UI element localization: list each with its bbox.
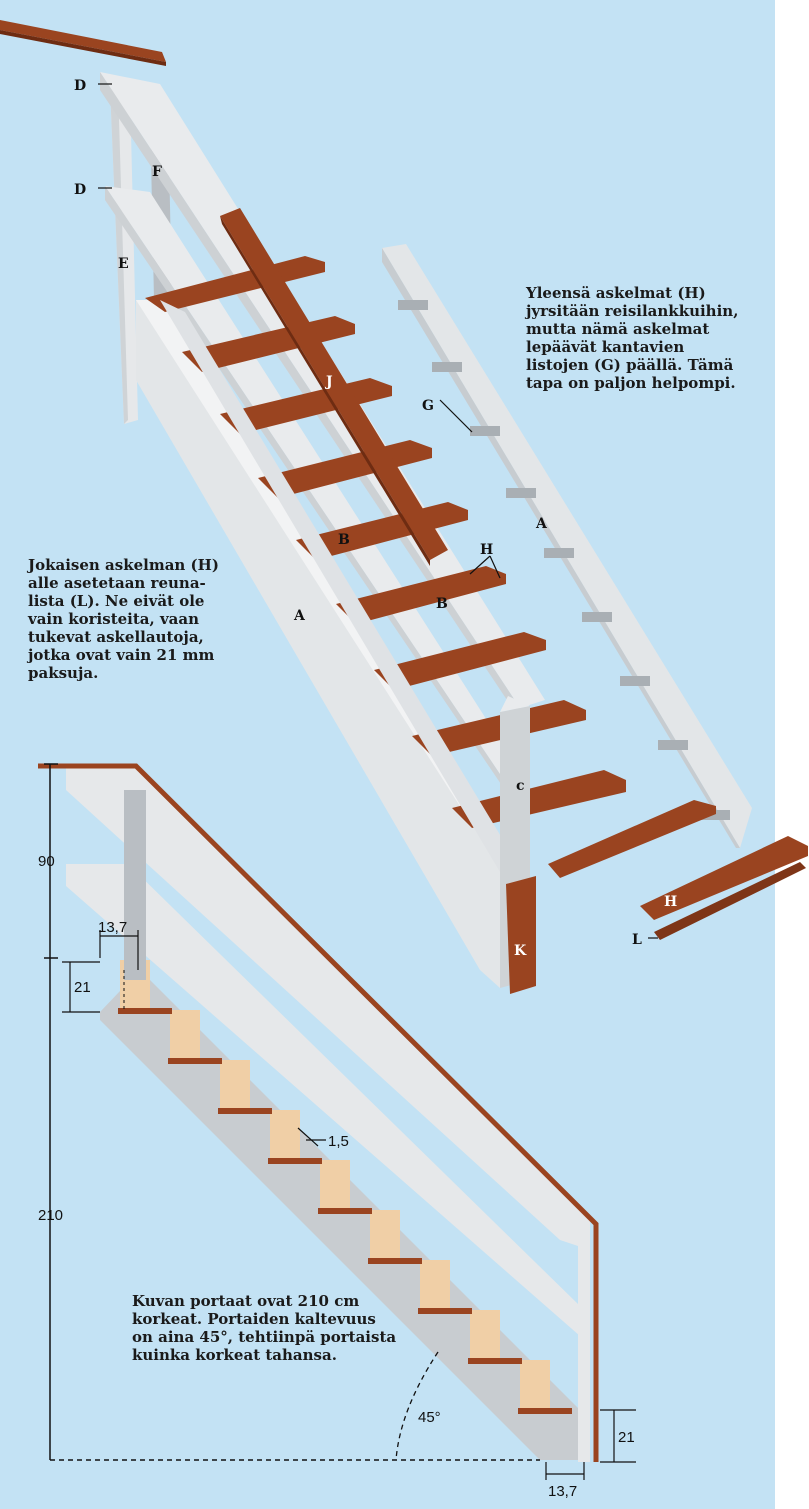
side-steps-fill: [120, 960, 550, 1410]
label-j: J: [324, 374, 333, 390]
label-h-top: H: [480, 542, 493, 558]
edge-strip-l: [654, 862, 806, 940]
stringer-a-front-edge: [136, 300, 520, 900]
side-middle-rail: [66, 864, 580, 1336]
label-c: c: [516, 778, 525, 794]
label-a-front: A: [293, 608, 306, 624]
note-left: Jokaisen askelman (H) alle asetetaan reu…: [28, 556, 219, 682]
angle-arc: [395, 1351, 439, 1461]
dim-total-height: 210: [38, 1207, 63, 1224]
stringer-a-exploded: [382, 244, 752, 848]
tread: [145, 256, 325, 312]
loose-tread: [548, 800, 716, 878]
post-k: [506, 876, 536, 994]
dim-riser-top: 21: [74, 979, 91, 996]
note-top-right: Yleensä askelmat (H) jyrsitään reisilank…: [526, 284, 739, 392]
label-k: K: [514, 943, 527, 959]
label-a-exploded: A: [535, 516, 548, 532]
label-b-right: B: [436, 596, 448, 612]
label-h-loose: H: [664, 894, 677, 910]
dim-ledge: 1,5: [328, 1133, 349, 1150]
side-handrail: [38, 763, 599, 1462]
top-rail-shade: [100, 72, 520, 712]
tread: [374, 632, 546, 690]
handrail-piece-top: [0, 20, 166, 62]
dim-tread-depth-top: 13,7: [98, 919, 127, 936]
side-post-top: [124, 790, 146, 980]
tread: [412, 700, 586, 756]
stringer-b: [160, 300, 520, 872]
dim-tread-depth-bottom: 13,7: [548, 1483, 577, 1500]
post-c-front: [500, 696, 530, 712]
label-b-left: B: [338, 532, 350, 548]
dim-rail-height: 90: [38, 853, 55, 870]
handrail-j-side: [220, 216, 430, 566]
dim-angle: 45°: [418, 1409, 441, 1426]
label-d-top: D: [74, 78, 86, 94]
side-treads: [118, 1008, 572, 1414]
stringer-a-front: [136, 300, 520, 988]
label-l: L: [632, 932, 642, 948]
handrail-piece-top-edge: [0, 30, 166, 66]
loose-tread-h: [640, 836, 808, 920]
post-e-shade: [110, 86, 128, 424]
label-g: G: [422, 398, 434, 414]
label-d-mid: D: [74, 182, 86, 198]
side-post-bottom: [578, 1236, 590, 1462]
label-e: E: [118, 256, 129, 272]
dim-riser-bottom: 21: [618, 1429, 635, 1446]
label-f: F: [152, 164, 162, 180]
tread: [336, 566, 506, 624]
support-battens-g: [398, 300, 730, 820]
handrail-j: [220, 208, 448, 560]
note-bottom: Kuvan portaat ovat 210 cm korkeat. Porta…: [132, 1292, 397, 1364]
side-top-rail: [66, 768, 590, 1250]
tread: [452, 770, 626, 828]
